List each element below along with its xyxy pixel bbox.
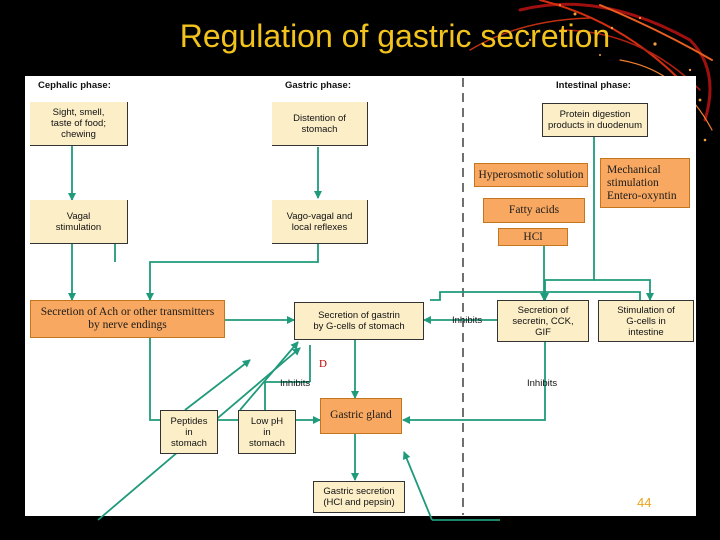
label-d: D: [319, 358, 327, 370]
box-fatty-acids: Fatty acids: [483, 198, 585, 223]
slide-title: Regulation of gastric secretion: [179, 18, 611, 54]
box-distention-of-stomach: Distention of stomach: [272, 102, 368, 146]
box-gastric-secretion: Gastric secretion (HCl and pepsin): [313, 481, 405, 513]
box-protein-digestion: Protein digestion products in duodenum: [542, 103, 648, 137]
intestinal-phase-header: Intestinal phase:: [556, 80, 631, 91]
cephalic-phase-header: Cephalic phase:: [38, 80, 111, 91]
box-gastrin-secretion: Secretion of gastrin by G-cells of stoma…: [294, 302, 424, 340]
box-hyperosmotic-solution: Hyperosmotic solution: [474, 163, 588, 187]
diagram-panel: [25, 76, 696, 516]
label-inhibits-left: Inhibits: [280, 378, 311, 389]
box-vago-vagal-reflexes: Vago-vagal and local reflexes: [272, 200, 368, 244]
box-sight-smell: Sight, smell, taste of food; chewing: [30, 102, 128, 146]
box-g-cells-intestine: Stimulation of G-cells in intestine: [598, 300, 694, 342]
box-peptides-in-stomach: Peptides in stomach: [160, 410, 218, 454]
label-inhibits-gastrin: Inhibits: [452, 315, 483, 326]
page-number: 44: [637, 495, 652, 510]
gastric-phase-header: Gastric phase:: [285, 80, 351, 91]
box-gastric-gland: Gastric gland: [320, 398, 402, 434]
box-ach-secretion: Secretion of Ach or other transmitters b…: [30, 300, 225, 338]
box-hcl: HCl: [498, 228, 568, 246]
box-secretin-cck-gif: Secretion of secretin, CCK, GIF: [497, 300, 589, 342]
box-low-ph-in-stomach: Low pH in stomach: [238, 410, 296, 454]
box-vagal-stimulation: Vagal stimulation: [30, 200, 128, 244]
label-inhibits-right: Inhibits: [527, 378, 558, 389]
box-mechanical-stimulation: Mechanical stimulation Entero-oxyntin: [600, 158, 690, 208]
